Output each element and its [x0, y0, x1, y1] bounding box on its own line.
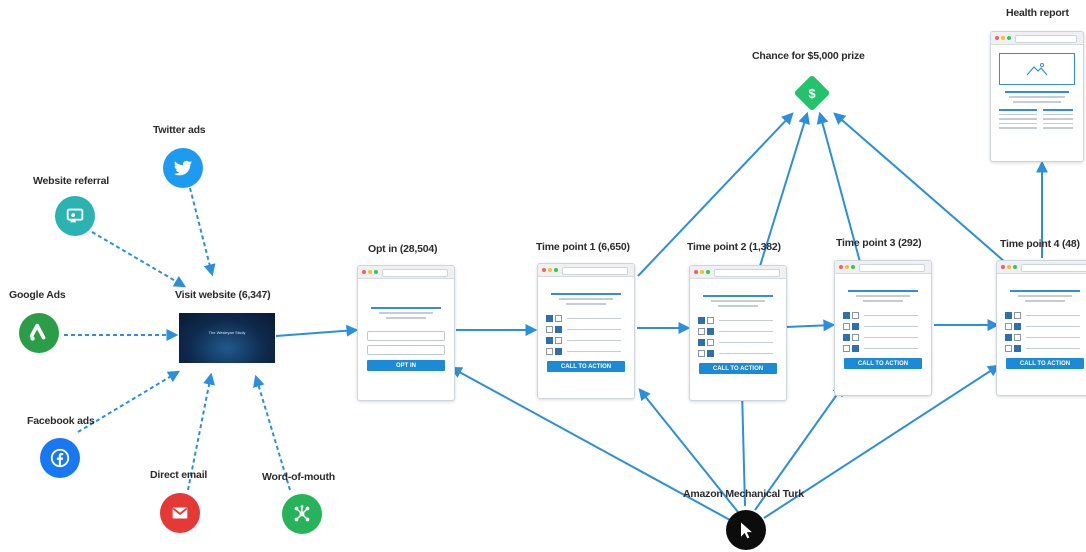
prize-label: Chance for $5,000 prize — [752, 50, 865, 62]
thumbnail-caption: The Wesleyan Study — [208, 330, 246, 335]
facebook-icon — [40, 438, 80, 478]
health-report-label: Health report — [1006, 7, 1069, 19]
arrow-tp1-to-prize — [637, 112, 794, 277]
time-point-4-label: Time point 4 (48) — [1000, 238, 1080, 250]
arrow-mturk-to-tp1 — [638, 388, 739, 513]
mturk-label: Amazon Mechanical Turk — [683, 488, 804, 500]
arrow-facebook-to-website — [77, 370, 181, 433]
dollar-symbol: $ — [808, 85, 816, 101]
arrow-tp2-to-tp3 — [785, 319, 836, 332]
direct-email-label: Direct email — [150, 469, 208, 481]
twitter-bird-icon — [163, 148, 203, 188]
google-ads-icon — [19, 313, 59, 353]
visit-website-label: Visit website (6,347) — [175, 289, 271, 301]
opt-in-label: Opt in (28,504) — [368, 243, 438, 255]
arrow-mturk-to-optin — [449, 366, 731, 521]
call-to-action-button-3: CALL TO ACTION — [844, 358, 922, 369]
facebook-ads-label: Facebook ads — [27, 415, 95, 427]
website-referral-label: Website referral — [33, 175, 109, 187]
image-placeholder-icon — [999, 53, 1075, 85]
time-point-3-page: CALL TO ACTION — [834, 260, 932, 396]
twitter-ads-label: Twitter ads — [153, 124, 206, 136]
arrow-tp3-to-prize — [816, 111, 861, 263]
cursor-icon — [726, 510, 766, 550]
time-point-2-label: Time point 2 (1,382) — [687, 241, 781, 253]
call-to-action-button-1: CALL TO ACTION — [547, 361, 625, 372]
time-point-1-page: CALL TO ACTION — [537, 263, 635, 399]
time-point-3-label: Time point 3 (292) — [836, 237, 922, 249]
opt-in-field-2 — [367, 345, 445, 355]
time-point-1-label: Time point 1 (6,650) — [536, 241, 630, 253]
arrow-mturk-to-tp4 — [763, 364, 1001, 519]
website-thumbnail: The Wesleyan Study — [179, 313, 275, 363]
arrow-mturk-to-tp3 — [754, 384, 845, 511]
opt-in-button: OPT IN — [367, 360, 445, 371]
gmail-icon — [160, 493, 200, 533]
arrow-twitter-to-website — [189, 187, 216, 277]
google-ads-label: Google Ads — [9, 289, 66, 301]
arrow-website-to-optin — [275, 324, 359, 337]
share-network-icon — [282, 494, 322, 534]
word-of-mouth-label: Word-of-mouth — [262, 471, 336, 483]
call-to-action-button-4: CALL TO ACTION — [1006, 358, 1084, 369]
arrow-tp2-to-prize — [759, 111, 810, 267]
time-point-4-page: CALL TO ACTION — [996, 260, 1086, 396]
time-point-2-page: CALL TO ACTION — [689, 265, 787, 401]
arrow-referral-to-website — [91, 231, 187, 288]
arrow-wom-to-website — [253, 374, 291, 491]
opt-in-page: OPT IN — [357, 265, 455, 401]
health-report-page — [990, 31, 1084, 162]
call-to-action-button-2: CALL TO ACTION — [699, 363, 777, 374]
website-referral-icon — [55, 196, 95, 236]
arrow-mturk-to-tp2 — [736, 387, 749, 507]
arrow-tp4-to-prize — [833, 112, 1006, 263]
opt-in-field-1 — [367, 331, 445, 341]
arrow-email-to-website — [187, 372, 216, 491]
